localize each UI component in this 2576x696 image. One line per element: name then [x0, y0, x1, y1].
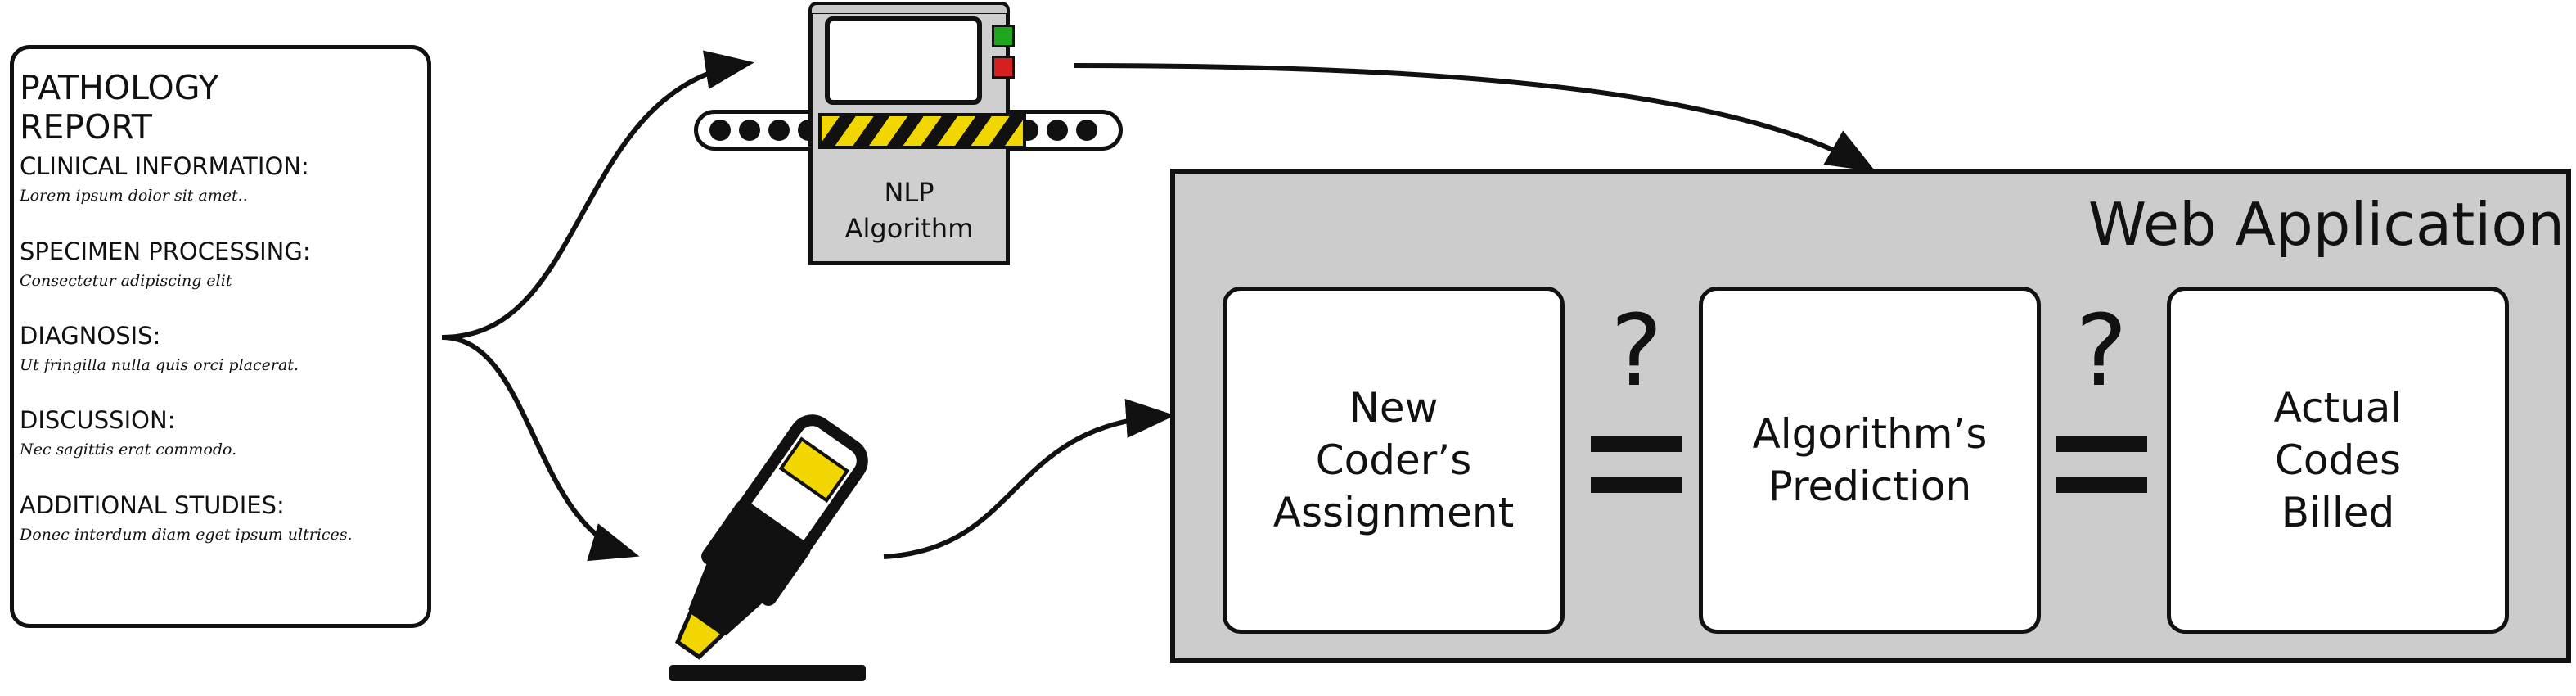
- web-application-title: Web Application: [2087, 190, 2565, 259]
- equals-bar-top: [2056, 436, 2147, 452]
- report-title-line2: REPORT: [20, 107, 152, 147]
- green-light-icon: [992, 25, 1015, 47]
- pathology-report-card: [10, 45, 431, 628]
- arrow-nlp-to-webapp: [1073, 63, 1876, 172]
- arrow-highlighter-to-webapp: [883, 399, 1175, 559]
- equals-bar-top: [1591, 436, 1682, 452]
- report-section-heading: CLINICAL INFORMATION:: [20, 152, 309, 180]
- highlighter-icon: [669, 414, 868, 681]
- report-title-line1: PATHOLOGY: [20, 68, 219, 107]
- nlp-label-line1: NLP: [884, 177, 934, 208]
- arrow-report-to-nlp: [441, 50, 754, 340]
- question-mark: ?: [2075, 295, 2128, 409]
- report-section-text: Nec sagittis erat commodo.: [20, 441, 237, 459]
- report-section-text: Consectetur adipiscing elit: [20, 272, 232, 290]
- roller: [1047, 120, 1068, 141]
- equals-bar-bottom: [2056, 477, 2147, 493]
- algorithm-prediction-card: Algorithm’s Prediction: [1699, 287, 2041, 634]
- report-section-heading: DIAGNOSIS:: [20, 322, 161, 350]
- card-label: Algorithm’s Prediction: [1752, 410, 1988, 510]
- report-section-text: Ut fringilla nulla quis orci placerat.: [20, 356, 299, 374]
- roller: [768, 120, 790, 141]
- report-section-heading: DISCUSSION:: [20, 406, 176, 434]
- equals-bar-bottom: [1591, 477, 1682, 493]
- roller: [739, 120, 760, 141]
- question-mark: ?: [1610, 295, 1663, 409]
- new-coder-assignment-card: New Coder’s Assignment: [1223, 287, 1565, 634]
- card-label: Actual Codes Billed: [2273, 384, 2403, 536]
- card-label: New Coder’s Assignment: [1272, 384, 1515, 536]
- nlp-machine-top: [808, 2, 1010, 13]
- report-section-text: Lorem ipsum dolor sit amet..: [20, 187, 248, 205]
- red-light-icon: [992, 56, 1015, 79]
- hazard-stripe: [818, 113, 1026, 149]
- arrow-report-to-highlighter: [441, 335, 640, 562]
- report-section-text: Donec interdum diam eget ipsum ultrices.: [20, 526, 353, 544]
- roller: [1076, 120, 1097, 141]
- roller: [709, 120, 731, 141]
- nlp-label-line2: Algorithm: [844, 213, 974, 244]
- report-section-heading: ADDITIONAL STUDIES:: [20, 491, 285, 519]
- actual-codes-billed-card: Actual Codes Billed: [2167, 287, 2509, 634]
- machine-screen: [825, 16, 982, 105]
- report-section-heading: SPECIMEN PROCESSING:: [20, 237, 311, 265]
